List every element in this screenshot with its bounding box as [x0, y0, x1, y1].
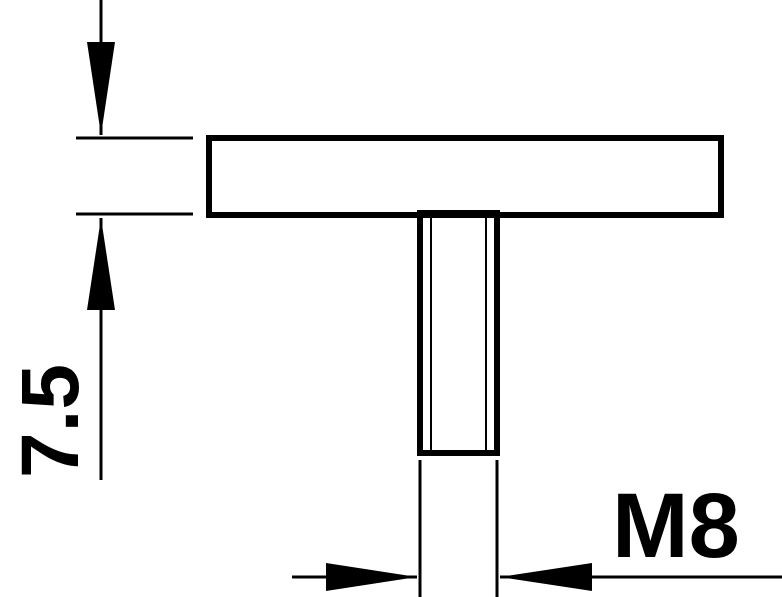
arrow-up-icon	[87, 218, 115, 310]
height-label: 7.5	[5, 364, 96, 478]
arrow-right-icon	[326, 563, 417, 591]
knob-stem	[417, 210, 500, 456]
knob-head	[206, 135, 724, 218]
thread-label: M8	[612, 475, 740, 577]
arrow-left-icon	[500, 563, 592, 591]
arrow-down-icon	[87, 42, 115, 135]
thread-dimension	[292, 460, 782, 597]
height-dimension	[76, 0, 193, 480]
